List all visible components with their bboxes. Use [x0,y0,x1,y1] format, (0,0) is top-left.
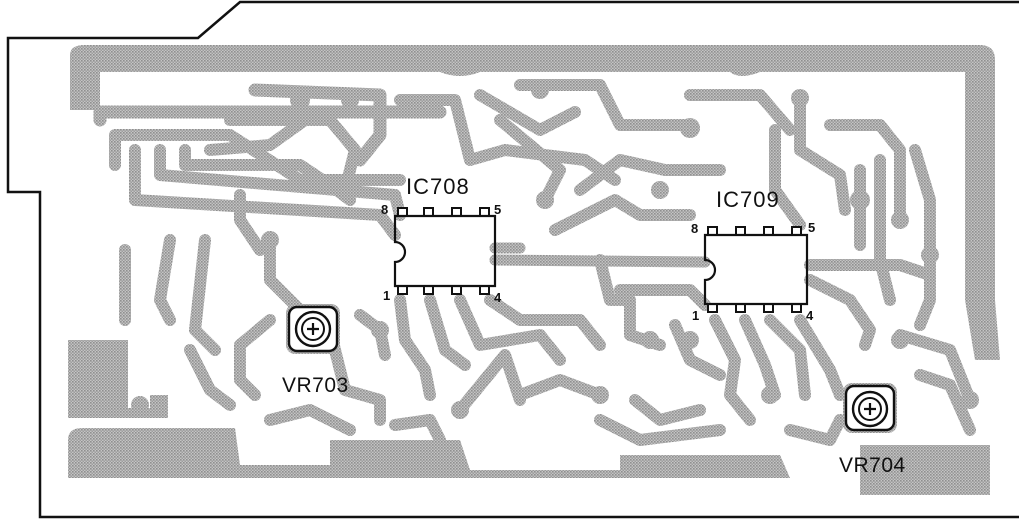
board-outline [6,0,1019,519]
copper-pour-group [68,45,1000,495]
ic708-label: IC708 [406,174,470,199]
pad-group [131,81,989,419]
ic708-pin1-label: 1 [383,288,390,303]
vr704-adjust-icon [864,403,876,415]
ic708-chip: IC708 8 5 1 4 [381,174,502,305]
ic708-pin4-label: 4 [494,290,502,305]
ic708-pins-top [397,207,490,217]
ic708-pin5-label: 5 [494,202,501,217]
vr703-label: VR703 [282,374,349,397]
vr704-label: VR704 [839,454,906,477]
ic709-pins-bottom [707,303,802,313]
ic709-pin8-label: 8 [691,221,698,236]
copper-left-block [68,340,168,418]
copper-top-band [70,45,995,110]
ic709-body [703,233,809,306]
copper-bottom-right [860,445,990,495]
vr703-trimmer: VR703 [282,304,349,397]
copper-bottom-band [68,428,790,478]
copper-right-band [965,95,1000,360]
ic709-pin4-label: 4 [806,308,814,323]
ic709-pin1-label: 1 [692,308,699,323]
ic708-pins-bottom [397,285,490,295]
vr704-trimmer: VR704 [839,383,906,477]
ic708-body [393,214,497,288]
ic709-pin5-label: 5 [808,220,815,235]
ic709-label: IC709 [716,187,780,212]
trace-group [93,79,976,446]
ic709-pins-top [707,226,802,236]
vr703-adjust-icon [307,323,319,335]
ic708-pin8-label: 8 [381,202,388,217]
ic709-chip: IC709 8 5 1 4 [691,187,815,323]
